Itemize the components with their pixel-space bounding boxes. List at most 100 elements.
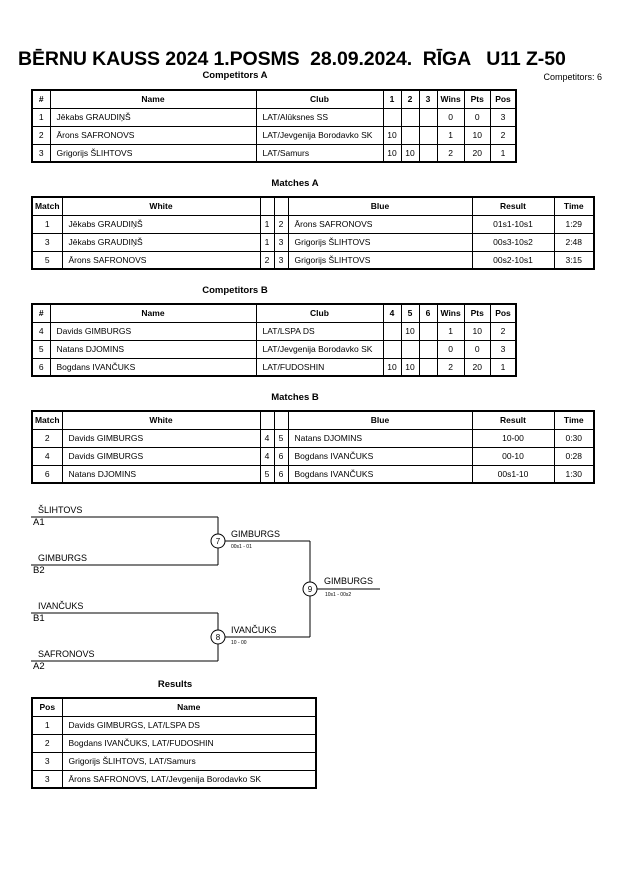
table-cell: 3	[489, 339, 517, 359]
table-cell: 3	[31, 769, 63, 789]
table-cell: 4	[259, 446, 275, 466]
column-header: Name	[49, 89, 257, 109]
table-cell: 10	[382, 125, 402, 145]
table-cell: 6	[273, 464, 289, 484]
competitors-a-title: Competitors A	[202, 70, 268, 81]
table-cell: 3:15	[553, 250, 595, 270]
column-header	[273, 196, 289, 216]
table-cell: 1	[259, 214, 275, 234]
column-header: Pts	[463, 89, 491, 109]
match-9-number: 9	[308, 585, 313, 594]
column-header	[273, 410, 289, 430]
column-header: 3	[418, 89, 438, 109]
column-header: Pos	[489, 303, 517, 323]
semi2-winner: IVANČUKS	[231, 625, 276, 635]
table-cell: 10	[382, 143, 402, 163]
table-cell: 3	[273, 232, 289, 252]
table-cell: Bogdans IVANČUKS	[287, 464, 473, 484]
page-title: BĒRNU KAUSS 2024 1.POSMS 28.09.2024. RĪG…	[18, 48, 566, 70]
semi1-top-seed: A1	[33, 517, 45, 528]
column-header: Name	[49, 303, 257, 323]
table-cell: 1	[259, 232, 275, 252]
table-cell: 2:48	[553, 232, 595, 252]
column-header: Match	[31, 196, 63, 216]
table-cell: Grigorijs ŠLIHTOVS	[287, 232, 473, 252]
table-cell: 1:30	[553, 464, 595, 484]
column-header: White	[61, 410, 261, 430]
table-cell: 1	[489, 357, 517, 377]
column-header: Wins	[436, 303, 465, 323]
table-cell: 0	[436, 107, 465, 127]
column-header: Result	[471, 410, 555, 430]
table-cell: 2	[436, 143, 465, 163]
column-header: Match	[31, 410, 63, 430]
table-cell: LAT/LSPA DS	[255, 321, 384, 341]
column-header	[259, 196, 275, 216]
table-cell: 20	[463, 357, 491, 377]
column-header: Club	[255, 89, 384, 109]
table-cell: 1	[436, 321, 465, 341]
column-header: Blue	[287, 410, 473, 430]
table-cell: 2	[273, 214, 289, 234]
table-cell: 3	[31, 751, 63, 771]
table-cell: 0	[463, 339, 491, 359]
table-cell: 1	[31, 214, 63, 234]
table-cell	[418, 357, 438, 377]
matches-b-title: Matches B	[271, 392, 319, 403]
table-cell: 2	[31, 428, 63, 448]
table-cell: 4	[31, 446, 63, 466]
semi2-bottom-seed: A2	[33, 661, 45, 672]
table-cell: Davids GIMBURGS	[49, 321, 257, 341]
table-cell: 10	[382, 357, 402, 377]
match-8-number: 8	[216, 633, 221, 642]
semi2-top-name: IVANČUKS	[38, 601, 83, 611]
table-cell: 4	[259, 428, 275, 448]
table-cell: 5	[31, 339, 51, 359]
table-cell: 6	[31, 357, 51, 377]
table-cell: Bogdans IVANČUKS	[287, 446, 473, 466]
table-cell: 2	[31, 733, 63, 753]
semi2-bottom-name: SAFRONOVS	[38, 649, 95, 659]
table-cell: 4	[31, 321, 51, 341]
table-cell: Bogdans IVANČUKS, LAT/FUDOSHIN	[61, 733, 317, 753]
table-cell	[382, 321, 402, 341]
column-header: Pos	[489, 89, 517, 109]
table-cell: Grigorijs ŠLIHTOVS	[49, 143, 257, 163]
table-cell: 0:28	[553, 446, 595, 466]
table-cell: 1	[436, 125, 465, 145]
semi2-top-seed: B1	[33, 613, 45, 624]
final-score: 10s1 - 00s2	[325, 592, 351, 598]
table-cell: LAT/Samurs	[255, 143, 384, 163]
table-cell: Davids GIMBURGS, LAT/LSPA DS	[61, 715, 317, 735]
table-cell: 1	[489, 143, 517, 163]
table-cell: 10	[400, 143, 420, 163]
table-cell: Davids GIMBURGS	[61, 428, 261, 448]
table-cell: Ārons SAFRONOVS	[61, 250, 261, 270]
column-header: Wins	[436, 89, 465, 109]
table-cell: LAT/FUDOSHIN	[255, 357, 384, 377]
table-cell	[418, 339, 438, 359]
table-cell: LAT/Jevgenija Borodavko SK	[255, 125, 384, 145]
matches-a-title: Matches A	[271, 178, 319, 189]
table-cell: Jēkabs GRAUDIŅŠ	[61, 232, 261, 252]
table-cell	[382, 339, 402, 359]
match-8-marker	[210, 629, 226, 645]
table-cell: 10	[400, 321, 420, 341]
table-cell: LAT/Alūksnes SS	[255, 107, 384, 127]
table-cell: LAT/Jevgenija Borodavko SK	[255, 339, 384, 359]
table-cell: Natans DJOMINS	[61, 464, 261, 484]
column-header: 2	[400, 89, 420, 109]
table-cell: 5	[31, 250, 63, 270]
column-header: Pos	[31, 697, 63, 717]
